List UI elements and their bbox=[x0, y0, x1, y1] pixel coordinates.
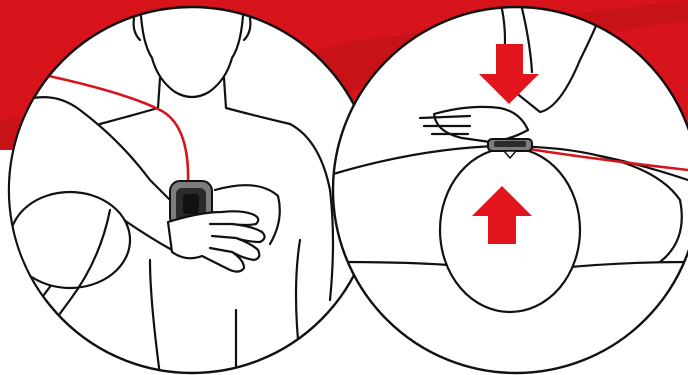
feedback-cable-side bbox=[520, 146, 688, 172]
feedback-device-side bbox=[487, 138, 533, 160]
feedback-cable bbox=[18, 68, 190, 187]
arrow-up-icon bbox=[472, 186, 532, 244]
rescuer-hand-front bbox=[166, 210, 266, 273]
front-view-panel bbox=[7, 5, 377, 375]
rescuer-arm-front bbox=[10, 96, 192, 372]
side-view-panel bbox=[331, 5, 688, 375]
arrow-down-icon bbox=[479, 44, 539, 104]
